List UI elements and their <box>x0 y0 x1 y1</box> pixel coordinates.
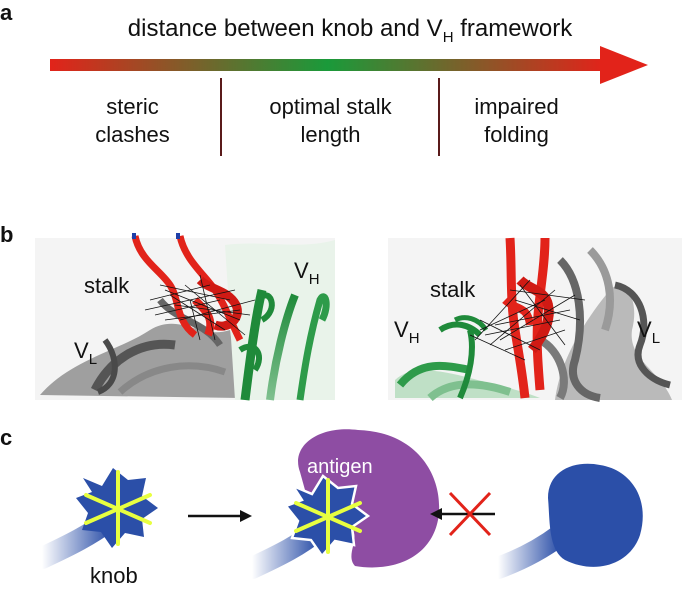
segment-optimal: optimal stalk length <box>269 94 392 147</box>
x-mark <box>448 491 492 537</box>
left-vh-label: VH <box>294 258 320 288</box>
left-vl-label: VL <box>74 338 98 368</box>
distance-arrow <box>50 46 648 84</box>
panel-b-letter: b <box>0 222 14 247</box>
binding-arrow <box>188 510 252 522</box>
antigen-label: antigen <box>307 456 373 478</box>
arrow-title: distance between knob and VH framework <box>80 14 620 48</box>
knob-label: knob <box>90 563 138 588</box>
right-vl-label: VL <box>637 317 661 347</box>
antigen-complex <box>241 429 440 579</box>
segment-steric: steric clashes <box>95 94 170 147</box>
unfolded-blob <box>487 463 643 579</box>
left-stalk-label: stalk <box>84 273 130 298</box>
knob-1 <box>31 468 158 569</box>
structure-left <box>35 233 335 401</box>
blocked-arrow <box>430 491 495 537</box>
panel-c-letter: c <box>0 425 13 450</box>
arrow-title-tail: framework <box>453 15 573 42</box>
structure-right <box>388 237 682 402</box>
panel-a-letter: a <box>0 0 13 25</box>
arrow-title-sub: H <box>442 29 454 46</box>
right-vh-label: VH <box>394 317 420 347</box>
segment-impaired: impaired folding <box>474 94 559 147</box>
arrow-title-main: distance between knob and V <box>127 15 443 42</box>
right-stalk-label: stalk <box>430 277 476 302</box>
